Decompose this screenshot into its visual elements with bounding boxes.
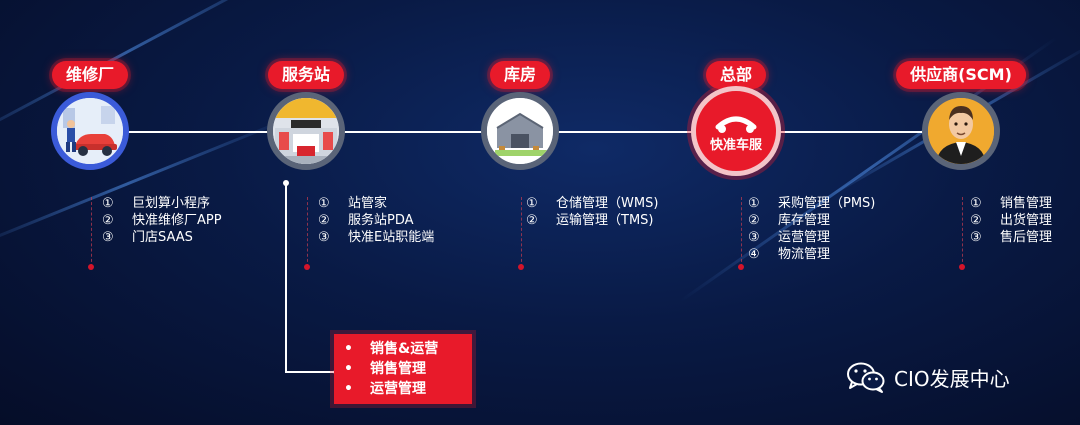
warehouse-building-icon: [487, 98, 553, 164]
stage-drop-dot: [518, 264, 524, 270]
watermark-text: CIO发展中心: [894, 366, 1010, 391]
stage-title-repair: 维修厂: [51, 61, 129, 89]
stage-title-warehouse: 库房: [489, 61, 551, 89]
node-station: [267, 92, 345, 170]
branch-line-horizontal: [285, 371, 337, 373]
list-item: •运营管理: [344, 381, 426, 397]
car-smile-logo-icon: 快准车服: [710, 116, 763, 153]
branch-line-vertical: [285, 183, 287, 373]
node-warehouse: [481, 92, 559, 170]
stage-drop-dot: [88, 264, 94, 270]
stage-drop-line: [307, 197, 309, 267]
station-sales-box: •销售&运营 •销售管理 •运营管理: [334, 334, 472, 404]
hq-logo-text: 快准车服: [710, 137, 763, 153]
stage-title-hq: 总部: [705, 61, 767, 89]
stage-drop-line: [91, 197, 93, 267]
stage-title-station: 服务站: [267, 61, 345, 89]
businessman-avatar-icon: [928, 98, 994, 164]
mechanic-car-icon: [57, 98, 123, 164]
stage-drop-line: [962, 197, 964, 267]
stage-drop-dot: [304, 264, 310, 270]
stage-drop-dot: [959, 264, 965, 270]
wechat-icon: [847, 362, 885, 393]
list-item: •销售管理: [344, 361, 426, 377]
node-supplier: [922, 92, 1000, 170]
stage-drop-line: [521, 197, 523, 267]
stage-drop-dot: [738, 264, 744, 270]
node-hq: 快准车服: [691, 86, 781, 176]
node-repair: [51, 92, 129, 170]
watermark: CIO发展中心: [846, 360, 1010, 394]
service-station-storefront-icon: [273, 98, 339, 164]
stage-title-supplier: 供应商(SCM): [896, 61, 1026, 89]
list-item: •销售&运营: [344, 341, 439, 357]
stage-drop-line: [741, 197, 743, 267]
